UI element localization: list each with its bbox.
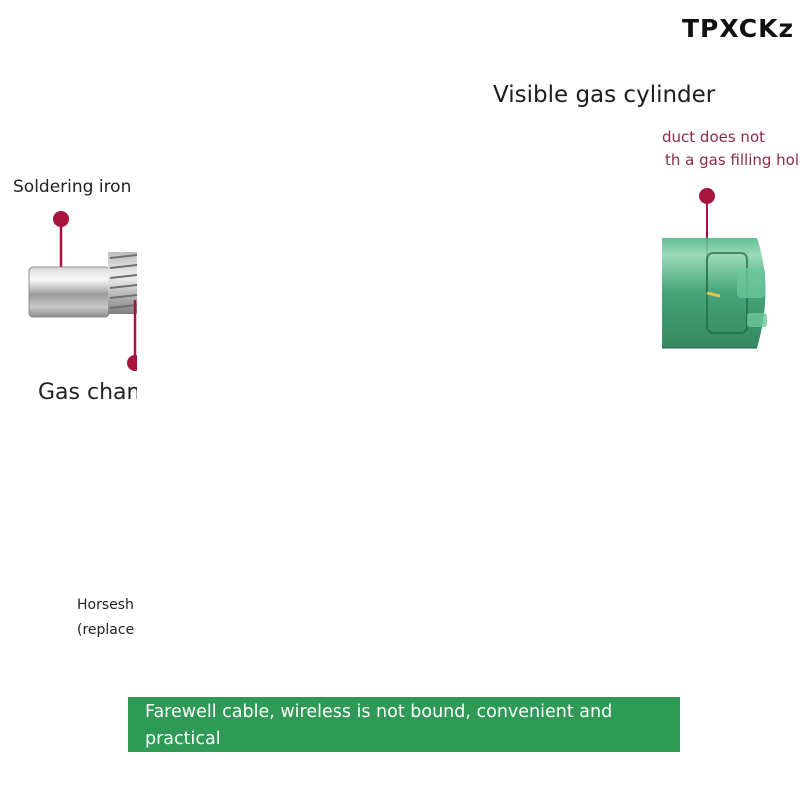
- left-detail-panel: Soldering iron: [0, 160, 137, 660]
- horseshoe-label-line1: Horsesh: [77, 597, 134, 613]
- gas-chamber-label: Gas chan: [38, 380, 137, 405]
- cylinder-pointer-dot: [699, 188, 715, 204]
- brand-logo-text: TPXCKz: [681, 14, 794, 43]
- horseshoe-label-line2: (replace: [77, 622, 135, 638]
- soldering-iron-label: Soldering iron: [13, 177, 132, 197]
- right-detail-panel: duct does not th a gas filling hole: [662, 118, 800, 368]
- soldering-pointer-dot: [53, 211, 69, 227]
- metal-sleeve: [28, 266, 110, 318]
- product-note-line2: th a gas filling hole: [665, 151, 800, 169]
- visible-gas-cylinder-label: Visible gas cylinder: [493, 82, 716, 108]
- threaded-section: [108, 252, 137, 314]
- cylinder-body: [662, 238, 766, 348]
- soldering-tip-illustration: [28, 211, 137, 371]
- gas-chamber-pointer-dot: [127, 355, 137, 371]
- feature-banner: Farewell cable, wireless is not bound, c…: [128, 697, 680, 752]
- gas-cylinder-illustration: [662, 188, 767, 349]
- product-note-line1: duct does not: [662, 128, 766, 146]
